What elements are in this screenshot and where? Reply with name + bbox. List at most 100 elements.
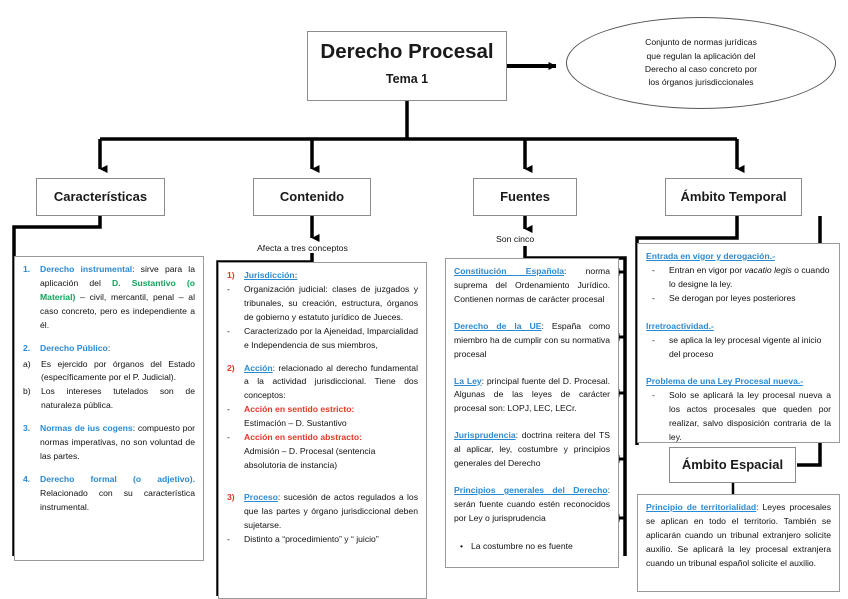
list-item: Principios generales del Derecho: serán … <box>454 484 610 526</box>
item-link[interactable]: Entrada en vigor y derogación.- <box>646 251 775 261</box>
subitem-post: o cuando lo designe la ley. <box>669 264 830 289</box>
subitem-text: Organización judicial: clases de juzgado… <box>244 283 418 322</box>
item-term-tail: Relacionado con su característica instru… <box>40 487 195 512</box>
item-text: : serán fuente cuando estén reconocidos … <box>454 485 610 523</box>
item-term-tail: : compuesto por normas imperativas, no s… <box>40 423 195 462</box>
item-term: Derecho Público <box>40 342 108 353</box>
list-item: 3. Normas de ius cogens: compuesto por n… <box>23 422 195 464</box>
list-item: • La costumbre no es fuente <box>454 540 610 554</box>
subitem-marker: a) <box>23 358 31 369</box>
definition-line-3: Derecho al caso concreto por <box>644 64 758 74</box>
item-lead: : relacionado al derecho fundamental a l… <box>244 362 418 401</box>
item-link[interactable]: Acción <box>244 362 273 373</box>
subitem-red: Acción en sentido abstracto: <box>244 432 362 443</box>
subitem-marker: - <box>227 432 230 443</box>
node-ambito-espacial[interactable]: Ámbito Espacial <box>669 447 796 483</box>
item-link[interactable]: Derecho de la UE <box>454 320 542 331</box>
subitem-pre: Solo se aplicará la ley procesal nueva a… <box>669 390 831 443</box>
node-fuentes[interactable]: Fuentes <box>473 178 577 216</box>
item-marker: 4. <box>23 473 31 484</box>
item-marker: 1) <box>227 270 235 280</box>
list-item: 3) Proceso: sucesión de actos regulados … <box>227 491 418 547</box>
list-item: 2) Acción: relacionado al derecho fundam… <box>227 362 418 473</box>
item-text: : Leyes procesales se aplican en todo el… <box>646 502 831 568</box>
subitem-pre: Entran en vigor por <box>669 264 745 275</box>
subitem-text: Distinto a “procedimiento” y “ juicio” <box>244 533 379 544</box>
note-text: La costumbre no es fuente <box>471 540 573 551</box>
node-caracteristicas[interactable]: Características <box>36 178 165 216</box>
item-link[interactable]: Principio de territorialidad <box>646 502 757 512</box>
item-lead: : sucesión de actos regulados a los que … <box>244 491 418 530</box>
item-marker: 3) <box>227 491 235 502</box>
list-item: 1) Jurisdicción: - Organización judicial… <box>227 269 418 353</box>
subitem-text: Caracterizado por la Ajeneidad, Imparcia… <box>244 325 418 350</box>
panel-caracteristicas: 1. Derecho instrumental: sirve para la a… <box>14 256 204 561</box>
item-link[interactable]: Jurisprudencia <box>454 430 516 441</box>
list-item: Entrada en vigor y derogación.- - Entran… <box>646 250 831 306</box>
caption-son-cinco: Son cinco <box>496 234 535 244</box>
root-title: Derecho Procesal <box>320 40 494 63</box>
list-item: 4. Derecho formal (o adjetivo). Relacion… <box>23 473 195 515</box>
subitem-marker: - <box>227 533 230 544</box>
list-item: 1. Derecho instrumental: sirve para la a… <box>23 263 195 333</box>
subitem-text: Admisión – D. Procesal (sentencia absolu… <box>244 446 376 470</box>
panel-ambito-temporal: Entrada en vigor y derogación.- - Entran… <box>637 243 840 443</box>
list-item: Derecho de la UE: España como miembro ha… <box>454 320 610 362</box>
item-green-term: D. Sustantivo (o Material) <box>40 277 195 302</box>
definition-line-4: los órganos jurisdiccionales <box>648 77 754 88</box>
item-marker: 2) <box>227 362 235 373</box>
panel-ambito-espacial: Principio de territorialidad: Leyes proc… <box>637 494 840 592</box>
item-marker: 2. <box>23 342 31 353</box>
item-marker: 1. <box>23 264 31 274</box>
root-subtitle: Tema 1 <box>385 72 429 86</box>
item-term-tail: : <box>107 342 111 353</box>
item-link[interactable]: Proceso <box>244 491 278 502</box>
node-ambito-temporal[interactable]: Ámbito Temporal <box>665 178 802 216</box>
subitem-marker: - <box>227 283 230 294</box>
list-item: Jurisprudencia: doctrina reitera del TS … <box>454 429 610 471</box>
caption-afecta-tres-conceptos: Afecta a tres conceptos <box>257 243 348 253</box>
item-text: : doctrina reitera del TS al aplicar, le… <box>454 430 610 469</box>
panel-contenido: 1) Jurisdicción: - Organización judicial… <box>218 262 427 599</box>
subitem-pre: se aplica la ley procesal vigente al ini… <box>669 334 822 359</box>
item-term: Derecho formal (o adjetivo). <box>40 473 195 484</box>
node-contenido[interactable]: Contenido <box>253 178 371 216</box>
subitem-text: Es ejercido por órganos del Estado (espe… <box>41 358 195 383</box>
panel-fuentes: Constitución Española: norma suprema del… <box>445 258 619 568</box>
item-marker: 3. <box>23 423 31 434</box>
subitem-marker: b) <box>23 386 31 397</box>
item-text: : norma suprema del Ordenamiento Jurídic… <box>454 266 610 304</box>
item-link[interactable]: Principios generales del Derecho <box>454 485 608 496</box>
item-text: : principal fuente del D. Procesal. Algu… <box>454 375 610 414</box>
definition-line-1: Conjunto de normas jurídicas <box>645 37 757 48</box>
subitem-marker: - <box>652 292 655 303</box>
subitem-italic: vacatio legis <box>744 264 792 275</box>
item-link[interactable]: Constitución Española <box>454 266 564 276</box>
list-item: Problema de una Ley Procesal nueva.- - S… <box>646 375 831 445</box>
item-rest: – civil, mercantil, penal – al caso conc… <box>40 291 195 330</box>
list-item: 2. Derecho Público: a) Es ejercido por ó… <box>23 342 195 414</box>
item-link[interactable]: Problema de una Ley Procesal nueva.- <box>646 376 804 387</box>
item-term: Derecho instrumental <box>40 264 133 274</box>
definition-ellipse: Conjunto de normas jurídicas que regulan… <box>566 17 836 109</box>
subitem-marker: - <box>652 390 655 401</box>
list-item: La Ley: principal fuente del D. Procesal… <box>454 375 610 417</box>
subitem-marker: - <box>227 325 230 336</box>
item-link[interactable]: La Ley <box>454 375 482 386</box>
subitem-pre: Se derogan por leyes posteriores <box>669 292 796 303</box>
item-link[interactable]: Irretroactividad.- <box>646 320 714 331</box>
subitem-text: Los intereses tutelados son de naturalez… <box>41 386 195 411</box>
root-node[interactable]: Derecho Procesal Tema 1 <box>307 31 507 101</box>
subitem-marker: - <box>652 264 655 275</box>
subitem-marker: - <box>652 334 655 345</box>
item-term: Normas de ius cogens <box>40 423 133 434</box>
bullet-icon: • <box>460 540 464 551</box>
item-term-tail: : sirve para la aplicación del <box>40 264 195 288</box>
subitem-red: Acción en sentido estricto: <box>244 404 355 415</box>
item-text: : España como miembro ha de cumplir con … <box>454 320 611 359</box>
list-item: Irretroactividad.- - se aplica la ley pr… <box>646 320 831 362</box>
list-item: Constitución Española: norma suprema del… <box>454 265 610 307</box>
subitem-marker: - <box>227 404 230 415</box>
item-link[interactable]: Jurisdicción: <box>244 270 298 280</box>
